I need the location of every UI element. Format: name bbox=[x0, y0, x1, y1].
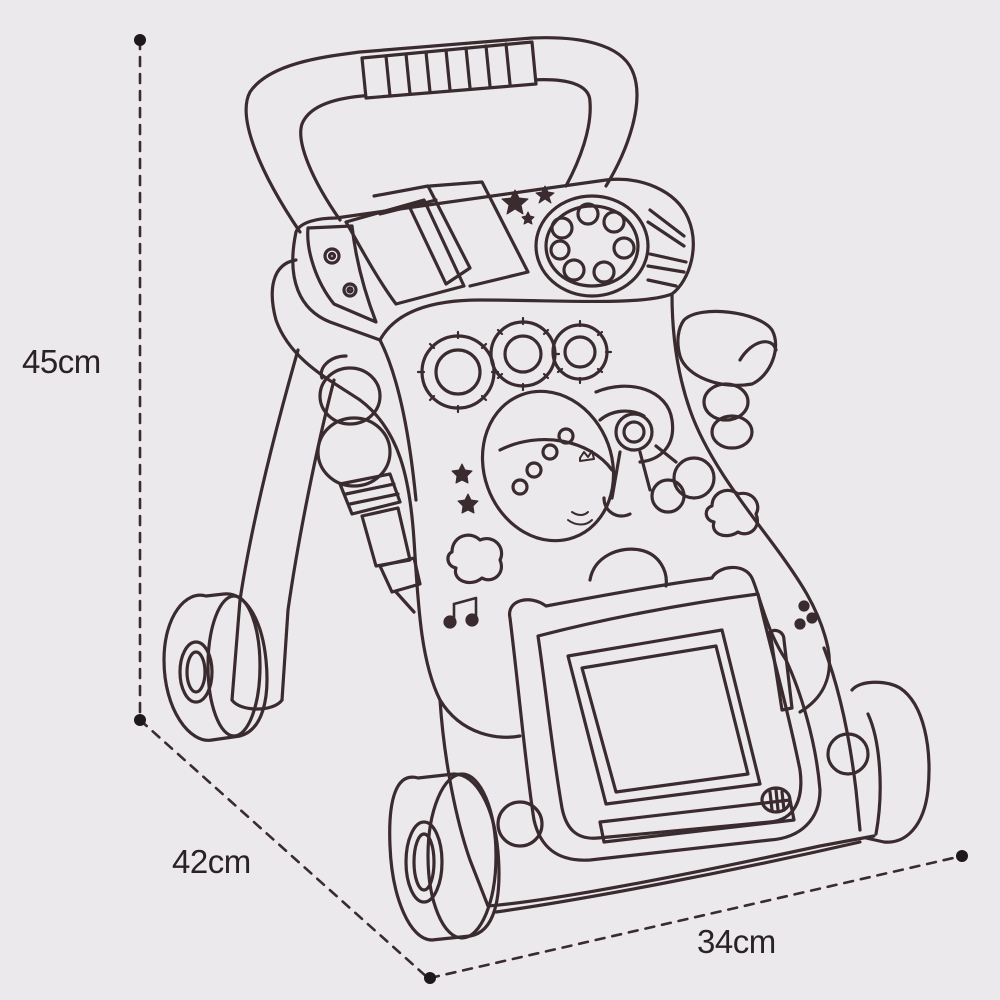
depth-dimension-line bbox=[138, 718, 430, 980]
dimension-endpoints bbox=[134, 34, 968, 984]
depth-label: 42cm bbox=[172, 843, 251, 880]
width-label: 34cm bbox=[697, 923, 776, 960]
endpoint-right bbox=[956, 850, 968, 862]
dimension-lines bbox=[138, 38, 964, 980]
front-right-wheel bbox=[850, 680, 931, 844]
walker-wheels bbox=[162, 592, 931, 942]
height-label: 45cm bbox=[22, 343, 101, 380]
walker-drawing-board bbox=[508, 565, 822, 862]
walker-panel-shapes bbox=[443, 463, 818, 630]
walker-ladybug-toy bbox=[480, 384, 716, 543]
width-dimension-line bbox=[428, 854, 964, 980]
back-left-wheel bbox=[162, 592, 269, 742]
endpoint-bottom bbox=[424, 972, 436, 984]
walker-gears bbox=[416, 316, 613, 414]
endpoint-left bbox=[134, 714, 146, 726]
walker-left-frame bbox=[230, 348, 336, 711]
walker-activity-panel bbox=[270, 177, 876, 914]
walker-side-toys bbox=[316, 309, 778, 614]
walker-handle bbox=[244, 36, 639, 234]
endpoint-top bbox=[134, 34, 146, 46]
walker-console-details bbox=[306, 180, 688, 324]
